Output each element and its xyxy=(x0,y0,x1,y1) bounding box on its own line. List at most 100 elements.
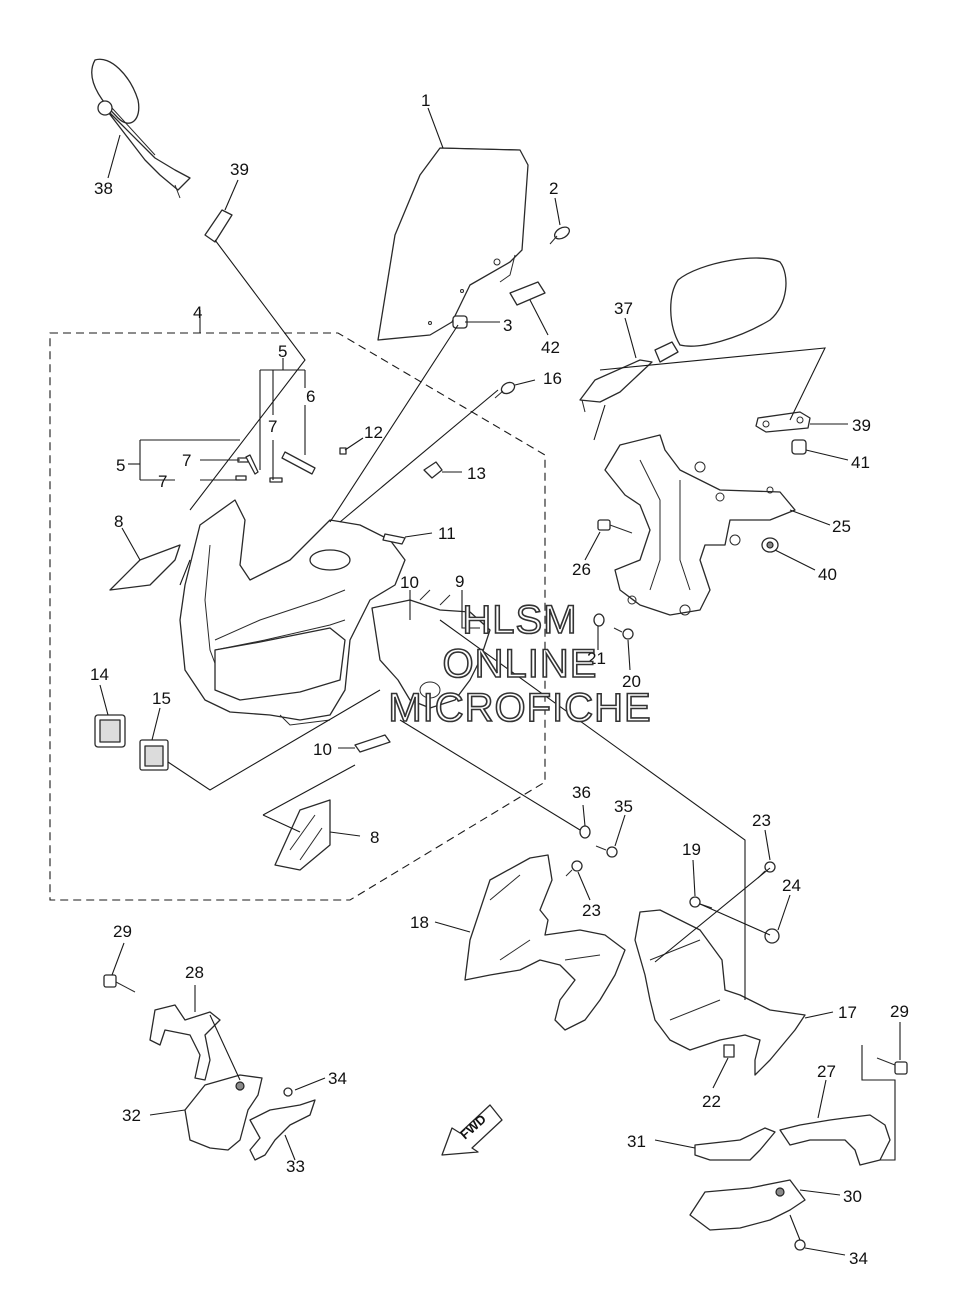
cowling-stay-bracket-part[interactable] xyxy=(604,434,796,616)
mirror-damper-part-left[interactable] xyxy=(204,209,233,243)
callout-7-upper: 7 xyxy=(268,417,277,436)
screw-part-16[interactable] xyxy=(494,380,517,399)
callout-14: 14 xyxy=(90,665,109,684)
watermark-line-2: ONLINE xyxy=(442,641,598,687)
bracket-part-14[interactable] xyxy=(94,714,126,748)
decal-part-8-bottom[interactable] xyxy=(274,799,331,871)
callout-5-left: 5 xyxy=(116,456,125,475)
bolt-part-26[interactable] xyxy=(597,519,633,534)
washer-part-36[interactable] xyxy=(579,825,591,839)
watermark-line-3: MICROFICHE xyxy=(388,685,652,731)
callout-1: 1 xyxy=(421,91,430,110)
emblem-strip-part-6[interactable] xyxy=(281,451,316,475)
callout-29-right: 29 xyxy=(890,1002,909,1021)
windshield-part[interactable] xyxy=(377,147,529,341)
callout-21: 21 xyxy=(587,649,606,668)
callout-39-left: 39 xyxy=(230,160,249,179)
callout-10-upper: 10 xyxy=(400,573,419,592)
callout-23-right: 23 xyxy=(752,811,771,830)
callout-42: 42 xyxy=(541,338,560,357)
clip-part-12[interactable] xyxy=(339,447,347,455)
emblem-clip-parts-7[interactable] xyxy=(235,454,283,483)
bracket-part-15[interactable] xyxy=(139,739,169,771)
collar-part-41[interactable] xyxy=(791,439,807,455)
callout-37: 37 xyxy=(614,299,633,318)
callout-31: 31 xyxy=(627,1132,646,1151)
cover-part-32[interactable] xyxy=(184,1074,263,1151)
callout-7-low: 7 xyxy=(158,472,167,491)
callout-41: 41 xyxy=(851,453,870,472)
side-panel-inner-part[interactable] xyxy=(371,589,491,709)
right-mirror-part[interactable] xyxy=(579,257,787,413)
inner-panel-part-18[interactable] xyxy=(464,854,626,1031)
callout-25: 25 xyxy=(832,517,851,536)
grommet-part-13[interactable] xyxy=(423,461,443,479)
callout-19: 19 xyxy=(682,840,701,859)
bolt-part-23-left[interactable] xyxy=(565,860,583,877)
watermark-line-1: HLSM xyxy=(462,597,578,643)
bracket-part-31[interactable] xyxy=(694,1127,776,1161)
trim-strip-part-10[interactable] xyxy=(354,734,391,753)
callout-39-right: 39 xyxy=(852,416,871,435)
bracket-part-27[interactable] xyxy=(779,1114,891,1166)
collar-part-24[interactable] xyxy=(764,928,780,944)
callout-40: 40 xyxy=(818,565,837,584)
callout-27: 27 xyxy=(817,1062,836,1081)
clip-part-22[interactable] xyxy=(723,1044,735,1058)
nut-part-40[interactable] xyxy=(761,537,779,553)
callout-36: 36 xyxy=(572,783,591,802)
callout-33: 33 xyxy=(286,1157,305,1176)
callout-34-left: 34 xyxy=(328,1069,347,1088)
callout-3: 3 xyxy=(503,316,512,335)
callout-numbers: 1 2 3 4 5 5 6 7 7 7 8 8 9 10 10 11 12 13… xyxy=(90,91,909,1268)
washer-part-21[interactable] xyxy=(593,613,605,627)
callout-6: 6 xyxy=(306,387,315,406)
callout-28: 28 xyxy=(185,963,204,982)
bolt-part-19[interactable] xyxy=(689,896,713,909)
callout-5-upper: 5 xyxy=(278,342,287,361)
bracket-part-28[interactable] xyxy=(149,1004,221,1081)
upper-cowling-part[interactable] xyxy=(179,499,406,726)
callout-29-left: 29 xyxy=(113,922,132,941)
callout-2: 2 xyxy=(549,179,558,198)
screw-part-34-left[interactable] xyxy=(283,1087,293,1097)
callout-17: 17 xyxy=(838,1003,857,1022)
callout-8-left: 8 xyxy=(114,512,123,531)
callout-38: 38 xyxy=(94,179,113,198)
callout-30: 30 xyxy=(843,1187,862,1206)
mirror-damper-part-right[interactable] xyxy=(755,411,811,433)
callout-12: 12 xyxy=(364,423,383,442)
callout-11: 11 xyxy=(438,524,456,543)
decal-part-8-left[interactable] xyxy=(109,544,181,591)
callout-10-lower: 10 xyxy=(313,740,332,759)
callout-34-right: 34 xyxy=(849,1249,868,1268)
callout-32: 32 xyxy=(122,1106,141,1125)
nut-part-3[interactable] xyxy=(452,315,468,329)
windshield-label-part[interactable] xyxy=(509,281,546,306)
leader-lines xyxy=(99,107,901,1256)
bolt-part-29-right[interactable] xyxy=(876,1057,908,1075)
left-mirror-part[interactable] xyxy=(91,58,191,199)
callout-20: 20 xyxy=(622,672,641,691)
callout-8-bottom: 8 xyxy=(370,828,379,847)
watermark: HLSM ONLINE MICROFICHE xyxy=(360,597,680,731)
cover-part-33[interactable] xyxy=(249,1099,316,1161)
assembly-boundary-dashed xyxy=(49,332,546,901)
callout-22: 22 xyxy=(702,1092,721,1111)
inner-panel-part-17[interactable] xyxy=(634,909,806,1076)
cover-part-30[interactable] xyxy=(689,1179,806,1231)
callout-35: 35 xyxy=(614,797,633,816)
screw-part-2[interactable] xyxy=(549,225,571,245)
bolt-part-29-left[interactable] xyxy=(103,974,136,993)
screw-part-20[interactable] xyxy=(613,627,634,640)
callout-26: 26 xyxy=(572,560,591,579)
screw-part-35[interactable] xyxy=(595,845,618,858)
callout-9: 9 xyxy=(455,572,464,591)
callout-4: 4 xyxy=(193,303,202,322)
strip-part-11[interactable] xyxy=(382,533,406,545)
callout-13: 13 xyxy=(467,464,486,483)
screw-part-34-right[interactable] xyxy=(794,1239,806,1251)
forward-direction-arrow-icon: FWD xyxy=(441,1104,503,1156)
callout-16: 16 xyxy=(543,369,562,388)
